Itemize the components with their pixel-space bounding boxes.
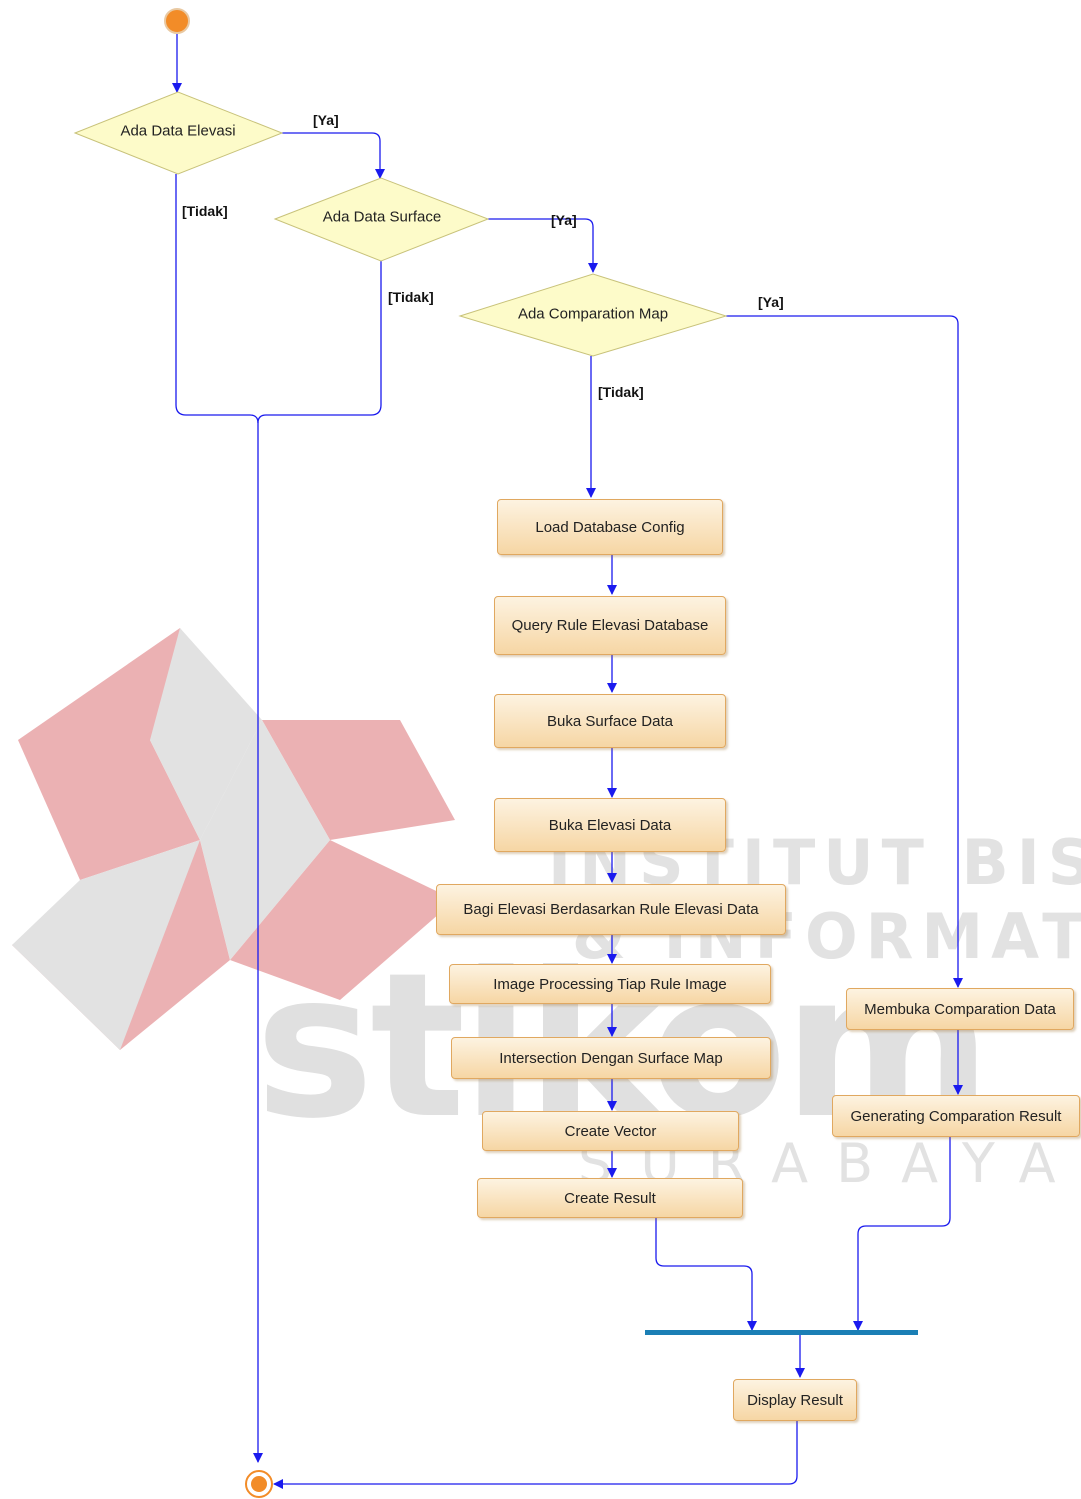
guard-ya-surface: [Ya]: [551, 212, 577, 228]
guard-ya-elevasi: [Ya]: [313, 112, 339, 128]
flow-generating-to-join: [858, 1137, 950, 1330]
decision-surface-label: Ada Data Surface: [323, 209, 441, 226]
decision-elevasi-label: Ada Data Elevasi: [120, 123, 235, 140]
activity-image-processing: Image Processing Tiap Rule Image: [449, 964, 771, 1004]
activity-buka-elevasi: Buka Elevasi Data: [494, 798, 726, 852]
flow-elevasi-ya: [282, 133, 380, 178]
guard-ya-comparation: [Ya]: [758, 294, 784, 310]
decision-comparation-label: Ada Comparation Map: [518, 306, 668, 323]
activity-load-config: Load Database Config: [497, 499, 723, 555]
guard-tidak-surface: [Tidak]: [388, 289, 434, 305]
activity-bagi-elevasi: Bagi Elevasi Berdasarkan Rule Elevasi Da…: [436, 884, 786, 935]
flow-result-to-join: [656, 1218, 752, 1330]
activity-membuka-comparation: Membuka Comparation Data: [846, 988, 1074, 1030]
activity-intersection: Intersection Dengan Surface Map: [451, 1037, 771, 1079]
guard-tidak-comparation: [Tidak]: [598, 384, 644, 400]
guard-tidak-elevasi: [Tidak]: [182, 203, 228, 219]
activity-create-result: Create Result: [477, 1178, 743, 1218]
activity-create-vector: Create Vector: [482, 1111, 739, 1151]
start-node: [165, 9, 189, 33]
activity-buka-surface: Buka Surface Data: [494, 694, 726, 748]
activity-generating-comparation: Generating Comparation Result: [832, 1095, 1080, 1137]
join-bar: [645, 1330, 918, 1335]
activity-display-result: Display Result: [733, 1379, 857, 1421]
flow-surface-tidak: [258, 261, 381, 423]
end-node-core: [251, 1476, 267, 1492]
flow-surface-ya: [488, 219, 593, 272]
flow-display-to-end: [274, 1421, 797, 1484]
flow-elevasi-tidak: [176, 174, 258, 1462]
activity-query-rule: Query Rule Elevasi Database: [494, 596, 726, 655]
